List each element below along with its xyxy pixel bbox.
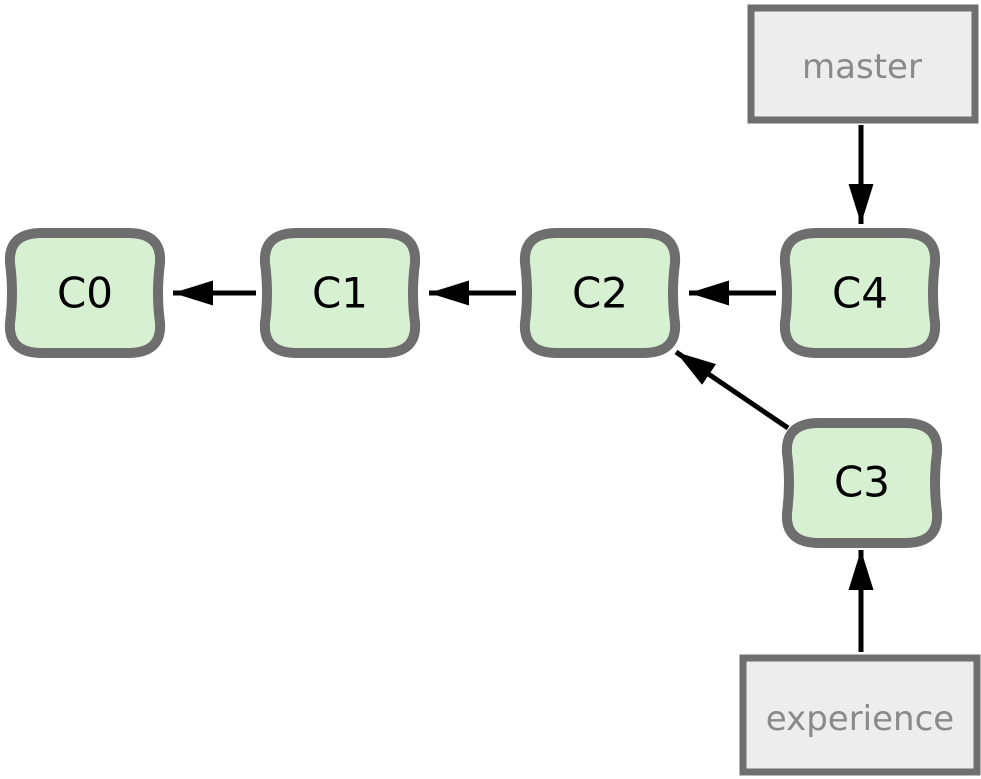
- commit-node-c3: C3: [787, 423, 937, 543]
- branch-label-master: master: [747, 4, 979, 124]
- commit-label: C1: [312, 269, 368, 318]
- branch-label-experience: experience: [739, 654, 981, 776]
- branch-box: [739, 654, 981, 776]
- commit-label: C2: [572, 269, 628, 318]
- commit-label: C3: [834, 458, 890, 507]
- edge-c3-to-c2: [674, 349, 790, 431]
- commit-node-c0: C0: [10, 233, 160, 353]
- branch-label-text: experience: [766, 699, 954, 739]
- branch-box: [747, 4, 979, 124]
- commit-label: C0: [57, 269, 113, 318]
- commit-node-c1: C1: [265, 233, 415, 353]
- commit-node-c2: C2: [525, 233, 675, 353]
- commit-node-c4: C4: [785, 233, 935, 353]
- commit-label: C4: [832, 269, 888, 318]
- branch-label-text: master: [802, 47, 922, 87]
- edges: [173, 125, 874, 652]
